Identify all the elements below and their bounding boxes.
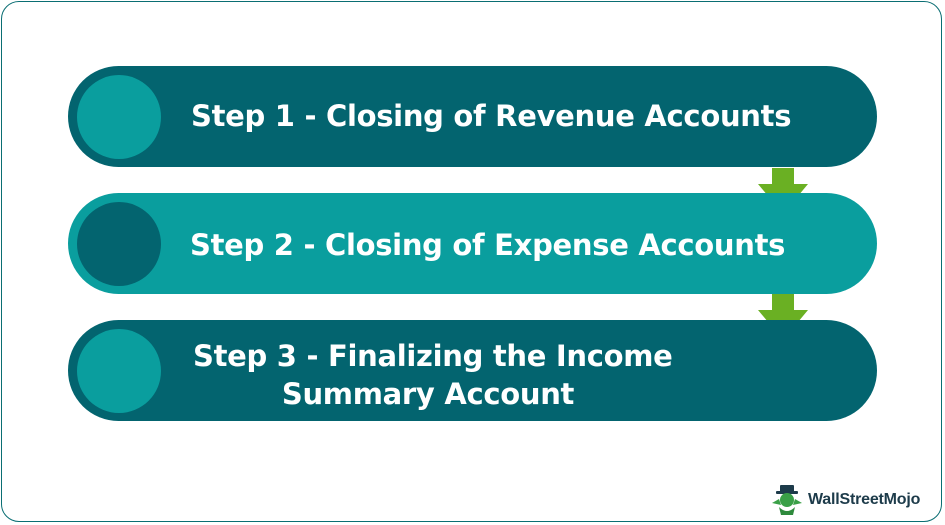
step-2-circle [77,202,161,286]
step-3-label-line2: Summary Account [281,377,575,411]
down-arrow-icon [758,168,808,214]
step-3-label: Step 3 - Finalizing the Income Summary A… [193,337,673,413]
step-1-circle [77,75,161,159]
step-3-circle [77,329,161,413]
down-arrow-icon [758,294,808,340]
step-1-label: Step 1 - Closing of Revenue Accounts [191,99,792,133]
step-3-label-line1: Step 3 - Finalizing the Income [193,339,673,373]
wallstreetmojo-logo: WallStreetMojo [769,485,920,515]
brand-name: WallStreetMojo [808,491,921,508]
step-2-bar: Step 2 - Closing of Expense Accounts [68,193,877,294]
mojo-mascot-icon [772,485,802,515]
step-3-bar: Step 3 - Finalizing the Income Summary A… [68,320,877,421]
step-1-bar: Step 1 - Closing of Revenue Accounts [68,66,877,167]
step-2-label: Step 2 - Closing of Expense Accounts [190,228,786,262]
